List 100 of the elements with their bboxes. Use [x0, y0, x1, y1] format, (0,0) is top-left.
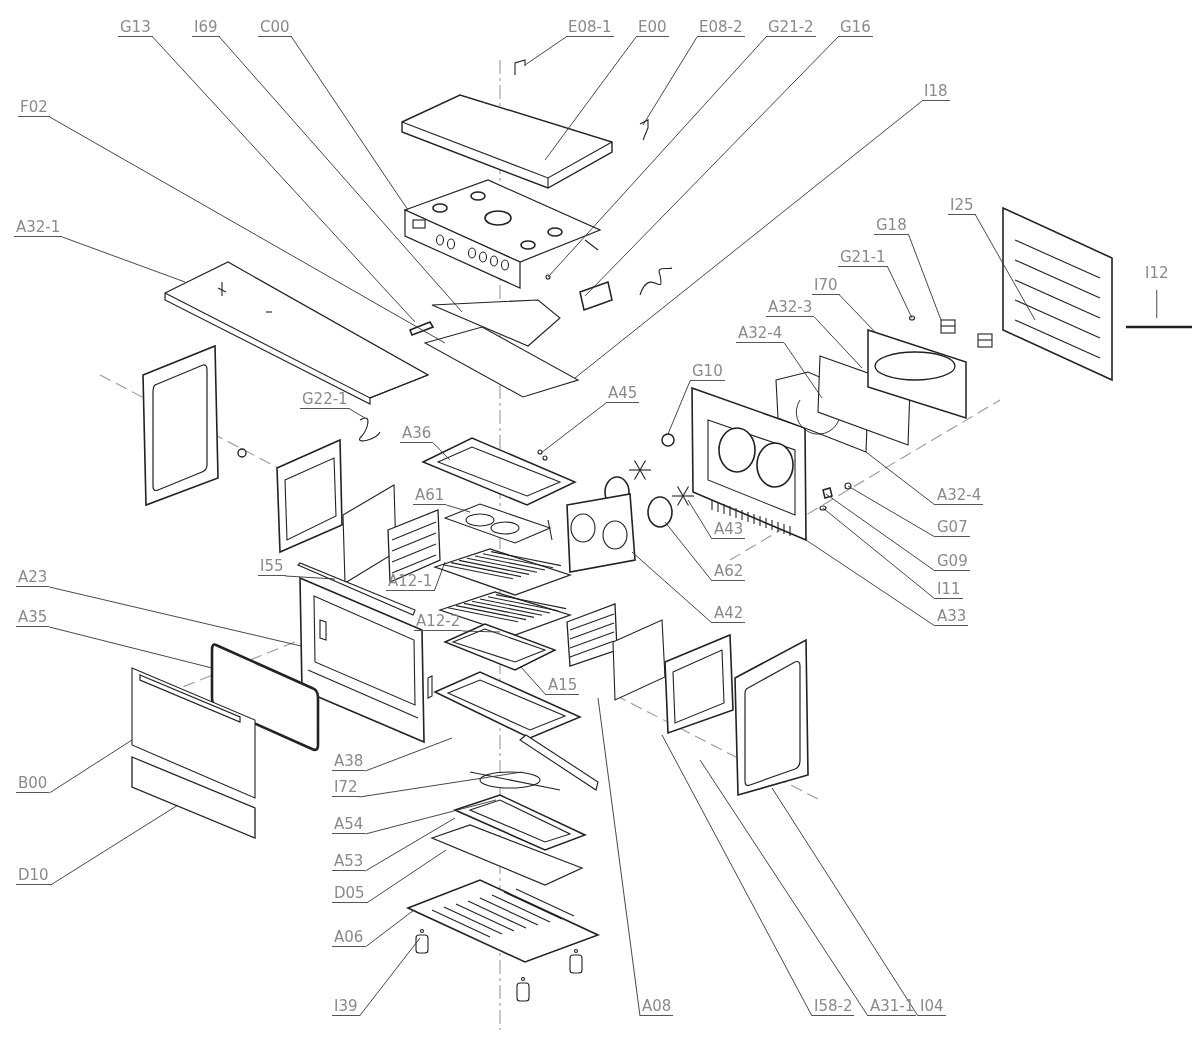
leader-line: [349, 408, 366, 419]
leader-line: [1156, 289, 1158, 319]
leader-line: [359, 937, 421, 1017]
leader-line: [597, 697, 641, 1017]
callout-number: A31-1: [868, 997, 917, 1016]
callout-number: A32-3: [766, 298, 815, 317]
callout-number: D10: [16, 866, 51, 885]
leader-line: [540, 402, 607, 454]
callout-number: A42: [712, 604, 746, 623]
callout-number: A23: [16, 568, 50, 587]
leader-line: [461, 630, 501, 633]
callout-number: G22-1: [300, 390, 350, 409]
leader-line: [524, 36, 567, 66]
callout-number: E08-2: [697, 18, 745, 37]
callout-number: A12-2: [414, 612, 463, 631]
callout-number: I58-2: [812, 997, 855, 1016]
callout-number: E00: [636, 18, 669, 37]
leader-line: [519, 665, 547, 696]
callout-number: I72: [332, 778, 360, 797]
leader-line: [687, 499, 713, 540]
leader-line: [219, 36, 463, 313]
callout-number: A38: [332, 752, 366, 771]
leader-line: [783, 342, 823, 399]
leader-line: [661, 734, 813, 1017]
leader-line: [839, 294, 876, 333]
callout-number: I12: [1143, 264, 1171, 282]
callout-number: A54: [332, 815, 366, 834]
leader-line: [813, 316, 863, 369]
callout-number: G09: [935, 552, 970, 571]
leader-line: [699, 759, 869, 1017]
callout-number: A08: [640, 997, 674, 1016]
callout-number: G18: [874, 216, 909, 235]
callout-number: I55: [258, 557, 286, 576]
leader-line: [366, 849, 447, 904]
callout-number: A12-1: [386, 572, 435, 591]
leader-line: [847, 485, 936, 538]
leader-line: [291, 36, 409, 211]
callout-number: D05: [332, 884, 367, 903]
leader-line: [574, 100, 923, 379]
callout-number: I69: [192, 18, 220, 37]
callout-number: A62: [712, 562, 746, 581]
callout-number: A53: [332, 852, 366, 871]
leader-line: [359, 771, 523, 798]
leader-line: [547, 36, 767, 278]
callout-number: B00: [16, 774, 50, 793]
leader-line: [61, 236, 186, 283]
callout-number: I11: [935, 580, 963, 599]
leader-line: [364, 737, 453, 772]
callout-number: F02: [18, 98, 50, 117]
callout-number: G21-1: [838, 248, 888, 267]
callout-number: A36: [400, 424, 434, 443]
leader-line: [364, 817, 456, 872]
leader-line: [48, 586, 302, 647]
leader-line: [49, 116, 446, 344]
callout-number: A45: [606, 384, 640, 403]
leader-line: [48, 626, 213, 669]
leader-line: [584, 36, 839, 297]
leader-line: [48, 739, 133, 794]
leader-line: [805, 539, 936, 627]
leader-line: [285, 575, 336, 580]
leader-line: [822, 507, 936, 600]
callout-number: A33: [935, 607, 969, 626]
callout-number: A43: [712, 520, 746, 539]
callout-number: A06: [332, 928, 366, 947]
callout-number: G13: [118, 18, 153, 37]
callout-number: I25: [948, 196, 976, 215]
callout-number: A32-4: [736, 324, 785, 343]
callout-number: G10: [690, 362, 725, 381]
callout-number: A15: [546, 676, 580, 695]
callout-number: A61: [413, 486, 447, 505]
leader-line: [825, 493, 936, 572]
leader-line: [642, 36, 698, 126]
leader-line: [544, 36, 637, 161]
callout-number: I70: [812, 276, 840, 295]
leader-line: [771, 787, 919, 1017]
leader-line: [887, 266, 913, 319]
leader-line: [50, 804, 179, 886]
leader-line: [664, 521, 713, 582]
leader-line: [631, 551, 713, 624]
leader-line: [433, 561, 446, 592]
callout-number: G07: [935, 518, 970, 537]
leader-line: [908, 234, 942, 321]
callout-number: A32-1: [14, 218, 63, 237]
callout-number: E08-1: [566, 18, 614, 37]
callout-number: I39: [332, 997, 360, 1016]
leader-line: [445, 504, 471, 513]
callout-number: A32-4: [935, 486, 984, 505]
callout-number: G16: [838, 18, 873, 37]
leader-line: [364, 909, 415, 948]
callout-number: A35: [16, 608, 50, 627]
callout-number: I04: [918, 997, 946, 1016]
leader-line: [975, 214, 1036, 321]
callout-number: G21-2: [766, 18, 816, 37]
leader-line: [432, 442, 451, 461]
leader-line: [667, 380, 691, 435]
leader-line: [152, 36, 416, 323]
callout-number: C00: [258, 18, 292, 37]
callout-number: I18: [922, 82, 950, 101]
leader-line: [865, 451, 936, 506]
leader-line: [364, 799, 497, 835]
